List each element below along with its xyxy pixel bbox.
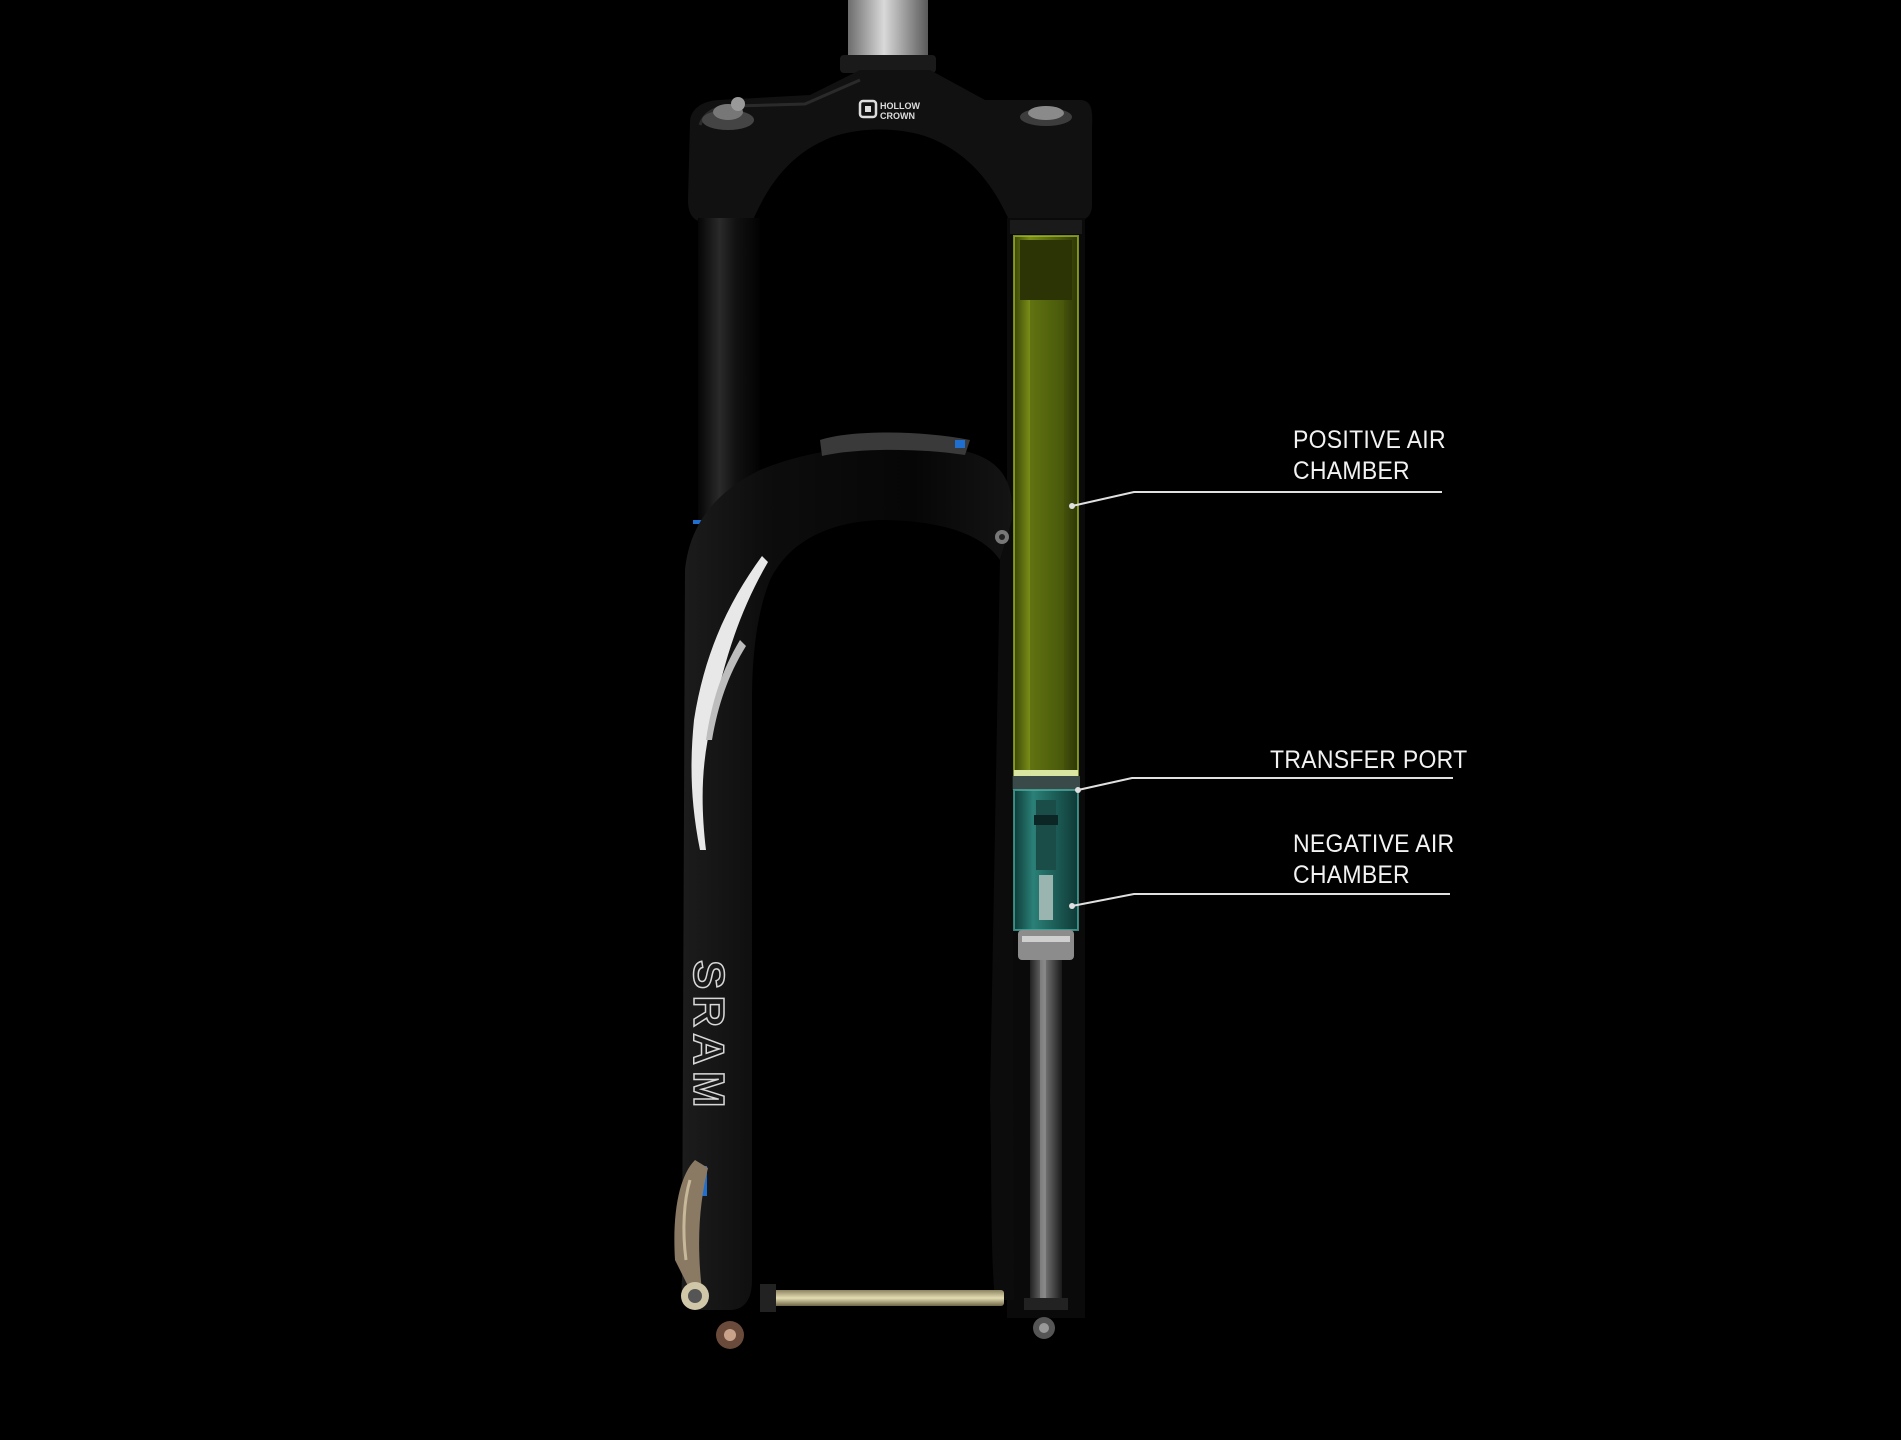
hollow-crown-logo: HOLLOW CROWN [858,99,920,121]
lower-leg-graphic [691,556,768,850]
negative-label-line2: CHAMBER [1293,861,1410,889]
positive-callout-line [1071,491,1442,507]
arch-badge [820,432,970,456]
negative-air-chamber [1013,789,1079,931]
transfer-label-line1: TRANSFER PORT [1270,746,1468,774]
transfer-port-label: TRANSFER PORT [1270,745,1467,776]
air-piston [1018,930,1074,960]
negative-air-chamber-label: NEGATIVE AIR CHAMBER [1293,829,1454,891]
positive-label-line2: CHAMBER [1293,457,1410,485]
right-lower-leg [990,520,1014,1300]
axle-lever [674,1160,744,1349]
crown-logo-line1: HOLLOW [880,101,920,111]
thru-axle [772,1290,1004,1306]
negative-callout-line [1071,893,1450,907]
lower-leg-logo: SRAM [684,960,733,1114]
positive-label-line1: POSITIVE AIR [1293,426,1446,454]
callout-dots [1069,503,1081,909]
positive-air-chamber [1013,235,1079,777]
left-top-cap-knob [731,97,745,111]
transfer-port [1012,776,1080,790]
positive-air-chamber-label: POSITIVE AIR CHAMBER [1293,425,1446,487]
callout-lines [1071,491,1453,907]
lower-leg-arch [681,445,1013,1310]
fork-crown [688,70,1093,222]
transfer-callout-line [1077,777,1453,791]
negative-label-line1: NEGATIVE AIR [1293,830,1455,858]
crown-logo-line2: CROWN [880,111,915,121]
